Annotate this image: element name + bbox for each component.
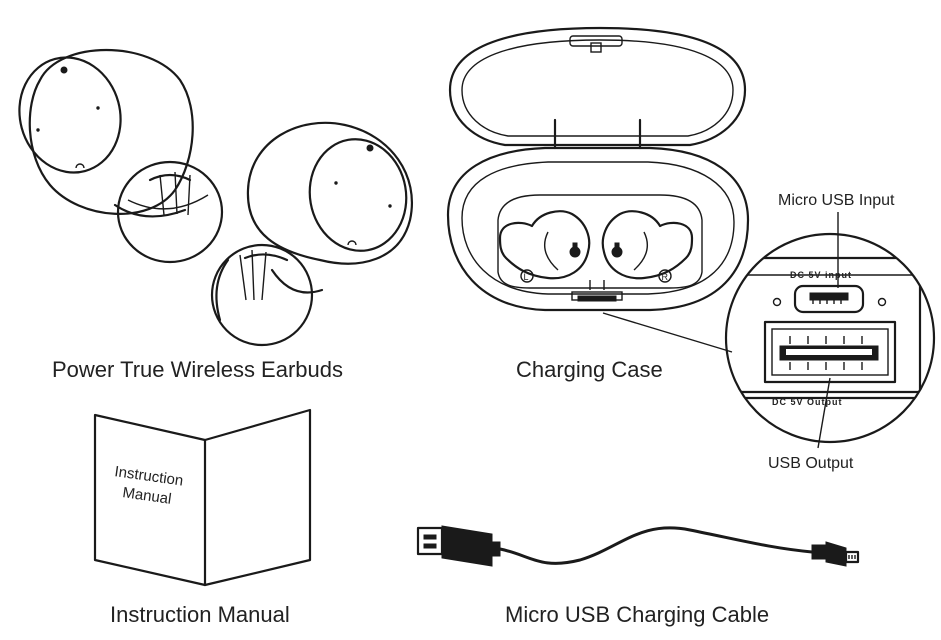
instruction-manual-illustration: Instruction Manual [93, 408, 312, 587]
instruction-manual-caption: Instruction Manual [110, 602, 290, 627]
charging-case-caption: Charging Case [516, 357, 663, 382]
cable-caption: Micro USB Charging Cable [505, 602, 770, 627]
port-magnifier: DC 5V input DC 5V Output [724, 212, 936, 449]
charging-case-illustration: L R [446, 26, 750, 353]
earbuds-illustration [18, 48, 413, 347]
usb-output-callout: USB Output [768, 455, 854, 472]
earbuds-caption: Power True Wireless Earbuds [52, 357, 343, 382]
port-output-label: DC 5V Output [772, 397, 843, 407]
left-earbud [18, 48, 224, 264]
case-right-label: R [662, 272, 669, 282]
port-input-label: DC 5V input [790, 270, 852, 280]
right-earbud [210, 121, 413, 347]
manual-cover-line2: Manual [121, 484, 172, 508]
micro-usb-input-callout: Micro USB Input [778, 192, 895, 209]
case-left-label: L [524, 272, 529, 282]
micro-usb-cable-illustration [416, 525, 860, 567]
